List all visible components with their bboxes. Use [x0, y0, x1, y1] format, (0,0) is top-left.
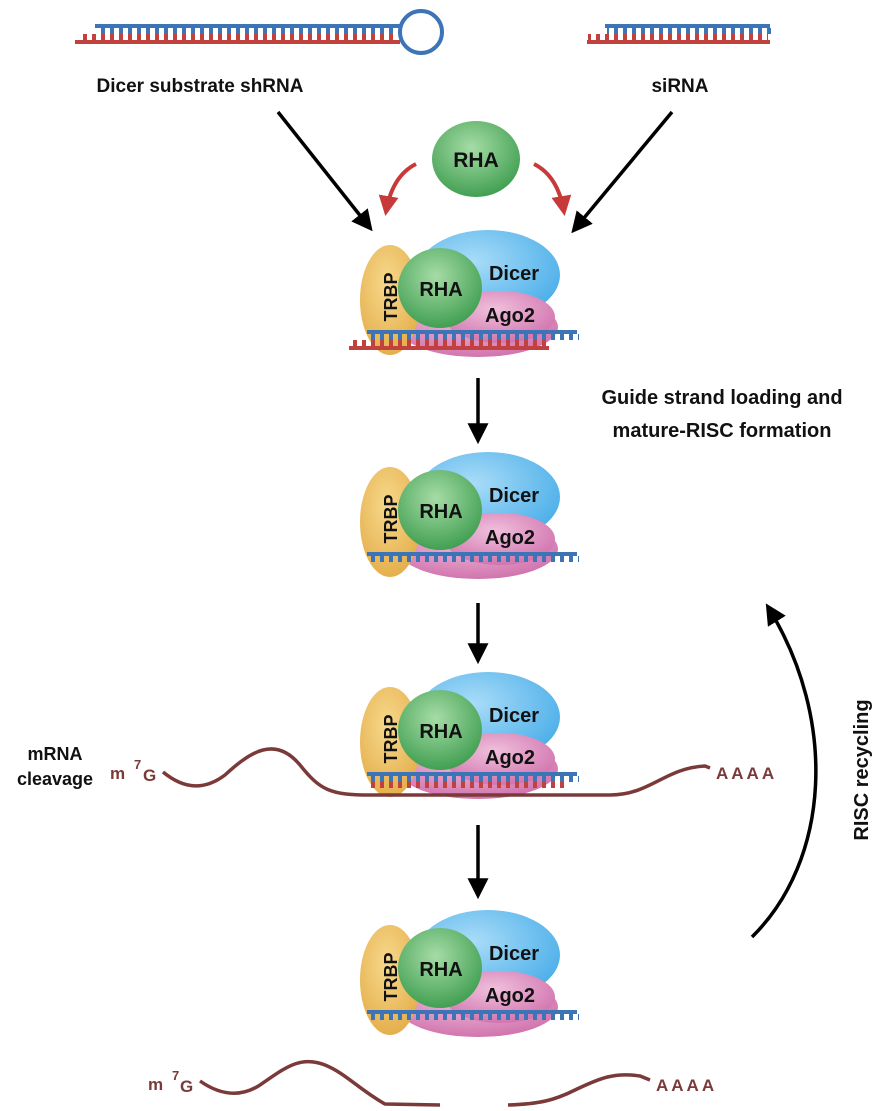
rha-label: RHA [419, 501, 462, 523]
guide-loading-label-line1: Guide strand loading and [601, 387, 842, 409]
guide-strand [367, 330, 577, 334]
shrna-passenger-strand [75, 40, 400, 44]
trbp-label: TRBP [381, 273, 401, 322]
rha-label: RHA [419, 279, 462, 301]
mrna-fragment-3prime [507, 1073, 651, 1107]
shrna-label: Dicer substrate shRNA [97, 76, 304, 97]
rha-left-red-arrow [378, 162, 417, 216]
cap-m-2: m [148, 1075, 163, 1094]
mrna-strand-intact [161, 747, 711, 797]
trbp-label: TRBP [381, 953, 401, 1002]
ago2-label: Ago2 [485, 305, 535, 327]
sirna-passenger-strand [587, 40, 770, 44]
mrna-cleavage-label-line2: cleavage [17, 769, 93, 789]
dicer-label: Dicer [489, 943, 539, 965]
rha-shape [398, 248, 482, 328]
dicer-label: Dicer [489, 263, 539, 285]
sirna-duplex [587, 24, 775, 44]
dicer-label: Dicer [489, 485, 539, 507]
rha-shape [398, 928, 482, 1008]
rha-label: RHA [419, 959, 462, 981]
guide-strand-ticks [369, 556, 579, 562]
cap-sup: 7 [134, 757, 141, 772]
shrna-hairpin [75, 9, 444, 55]
polya-tail-2: AAAA [656, 1076, 717, 1095]
shrna-passenger-ticks [78, 34, 398, 40]
mrna-cap-1: m 7 G [110, 757, 156, 785]
free-rha: RHA [432, 121, 520, 197]
free-rha-shape [432, 121, 520, 197]
risc-recycling-label: RISC recycling [851, 699, 873, 840]
sirna-guide-strand [605, 24, 770, 28]
mrna-cap-2: m 7 G [148, 1068, 193, 1096]
ago2-label: Ago2 [485, 985, 535, 1007]
mrna-fragment-5prime [198, 1059, 441, 1107]
rha-shape [398, 690, 482, 770]
guide-strand [367, 552, 577, 556]
sirna-passenger-ticks [588, 34, 768, 40]
dicer-label: Dicer [489, 705, 539, 727]
cap-g: G [143, 766, 156, 785]
rha-label: RHA [419, 721, 462, 743]
cap-sup-2: 7 [172, 1068, 179, 1083]
mrna-cleavage-label-line1: mRNA [27, 744, 82, 764]
rha-right-red-arrow [533, 162, 572, 216]
mrna-base-pair-ticks [369, 782, 565, 788]
cap-m: m [110, 764, 125, 783]
ago2-label: Ago2 [485, 527, 535, 549]
trbp-label: TRBP [381, 715, 401, 764]
cap-g-2: G [180, 1077, 193, 1096]
free-rha-label: RHA [453, 149, 499, 172]
passenger-strand [349, 346, 549, 350]
sirna-label: siRNA [651, 76, 708, 97]
passenger-strand-ticks [351, 340, 547, 346]
rha-shape [398, 470, 482, 550]
sirna-guide-ticks [607, 28, 775, 34]
guide-strand [367, 772, 577, 776]
guide-strand-ticks [369, 776, 579, 782]
risc-recycling-arrow [750, 603, 818, 939]
ago2-label: Ago2 [485, 747, 535, 769]
shrna-guide-ticks [100, 28, 398, 34]
guide-strand [367, 1010, 577, 1014]
polya-tail-1: AAAA [716, 764, 777, 783]
sirna-to-complex-arrow [571, 110, 674, 234]
shrna-to-complex-arrow [276, 110, 373, 232]
shrna-loop [398, 9, 444, 55]
guide-strand-ticks [369, 1014, 579, 1020]
guide-loading-label-line2: mature-RISC formation [613, 420, 832, 442]
shrna-guide-strand [95, 24, 400, 28]
guide-strand-ticks [369, 334, 579, 340]
trbp-label: TRBP [381, 495, 401, 544]
